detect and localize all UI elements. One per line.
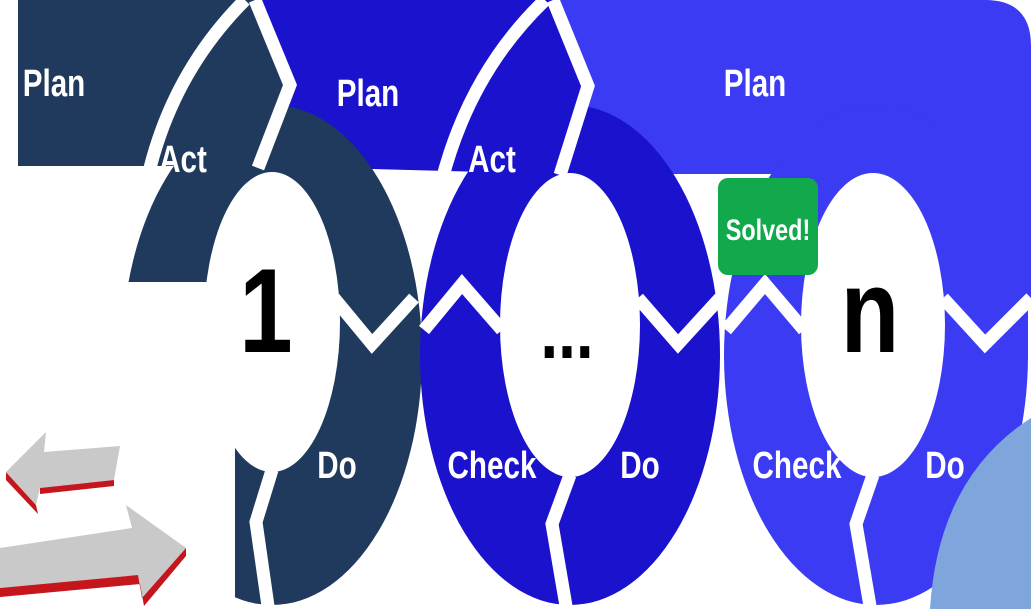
cycle-3-number: n <box>841 245 900 379</box>
arrow-left-shadow <box>6 472 38 514</box>
cycle-2-center <box>500 173 640 477</box>
arrow-right-edge <box>0 548 186 606</box>
cycle-2-check-label: Check <box>448 445 537 487</box>
solved-badge <box>718 178 818 275</box>
cycle-2-number: ... <box>540 286 593 375</box>
cycle-1-plan-label: Plan <box>23 63 86 105</box>
cycle-3-do-label: Do <box>925 445 964 487</box>
cycle-2-act-label: Act <box>468 139 516 181</box>
arrow-left-edge <box>40 480 114 494</box>
arrow-right <box>0 505 186 598</box>
separator-plan3-do3 <box>938 293 1031 354</box>
cycle-1-center <box>204 172 340 472</box>
separator-plan2-act2 <box>435 0 550 182</box>
separator-check1-do1 <box>249 468 279 607</box>
cycle-1-do-label: Do <box>317 445 356 487</box>
separator-check3-do3 <box>849 472 880 608</box>
cycle-3-check-label: Check <box>753 445 842 487</box>
cycle-2-plan-label: Plan <box>337 73 400 115</box>
separator-act1-do1 <box>328 293 419 354</box>
decorative-blue-shape <box>930 418 1031 609</box>
separator-plan3-check3 <box>721 273 809 335</box>
separator-act2-check2 <box>418 273 507 335</box>
left-gap <box>18 166 122 282</box>
cycle-1-act-label: Act <box>159 139 207 181</box>
top-left-margin <box>0 0 18 282</box>
solved-badge-label: Solved! <box>726 213 810 246</box>
cycle-3-center <box>801 173 945 477</box>
cycle-1-number: 1 <box>239 245 292 379</box>
separator-check2-do2 <box>545 472 577 608</box>
arrow-left <box>6 432 120 505</box>
cycle-3-plan-label: Plan <box>724 63 787 105</box>
separator-plan2-do2 <box>633 293 725 354</box>
separator-plan1-act1 <box>143 0 250 170</box>
cycle-2-do-label: Do <box>620 445 659 487</box>
arrows-graphic <box>0 432 186 606</box>
separator-plan2-plan3 <box>546 0 595 177</box>
separator-plan1-plan2 <box>248 0 297 171</box>
